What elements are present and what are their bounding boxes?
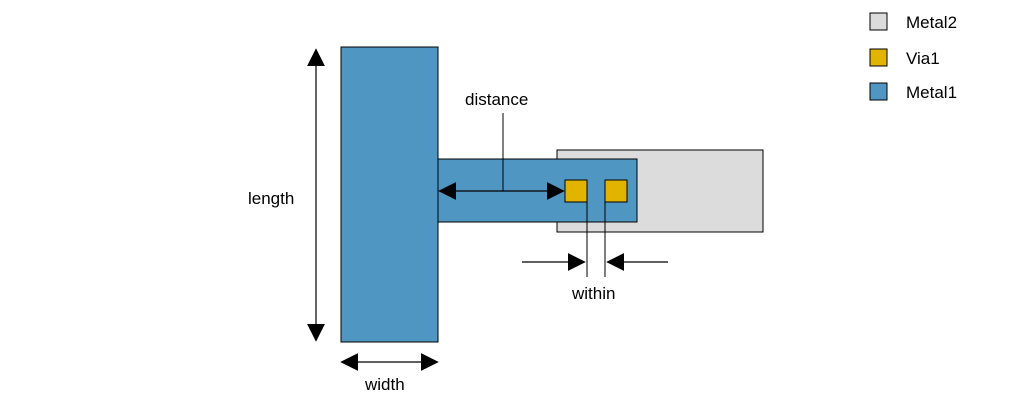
legend-swatch-via1: [869, 48, 888, 67]
via1-square-right: [604, 179, 628, 203]
legend-item-metal2: Metal2: [869, 12, 957, 32]
width-label: width: [364, 375, 405, 394]
legend-label-via1: Via1: [906, 49, 940, 68]
within-label: within: [571, 284, 615, 303]
via1-square-left: [564, 179, 588, 203]
distance-label: distance: [465, 90, 528, 109]
length-label: length: [248, 189, 294, 208]
legend-swatch-metal1: [869, 82, 888, 101]
metal1-bar: [340, 46, 439, 343]
legend: Metal2 Via1 Metal1: [869, 12, 957, 102]
legend-label-metal2: Metal2: [906, 13, 957, 32]
legend-label-metal1: Metal1: [906, 83, 957, 102]
legend-swatch-metal2: [869, 12, 888, 31]
legend-item-via1: Via1: [869, 48, 940, 68]
legend-item-metal1: Metal1: [869, 82, 957, 102]
